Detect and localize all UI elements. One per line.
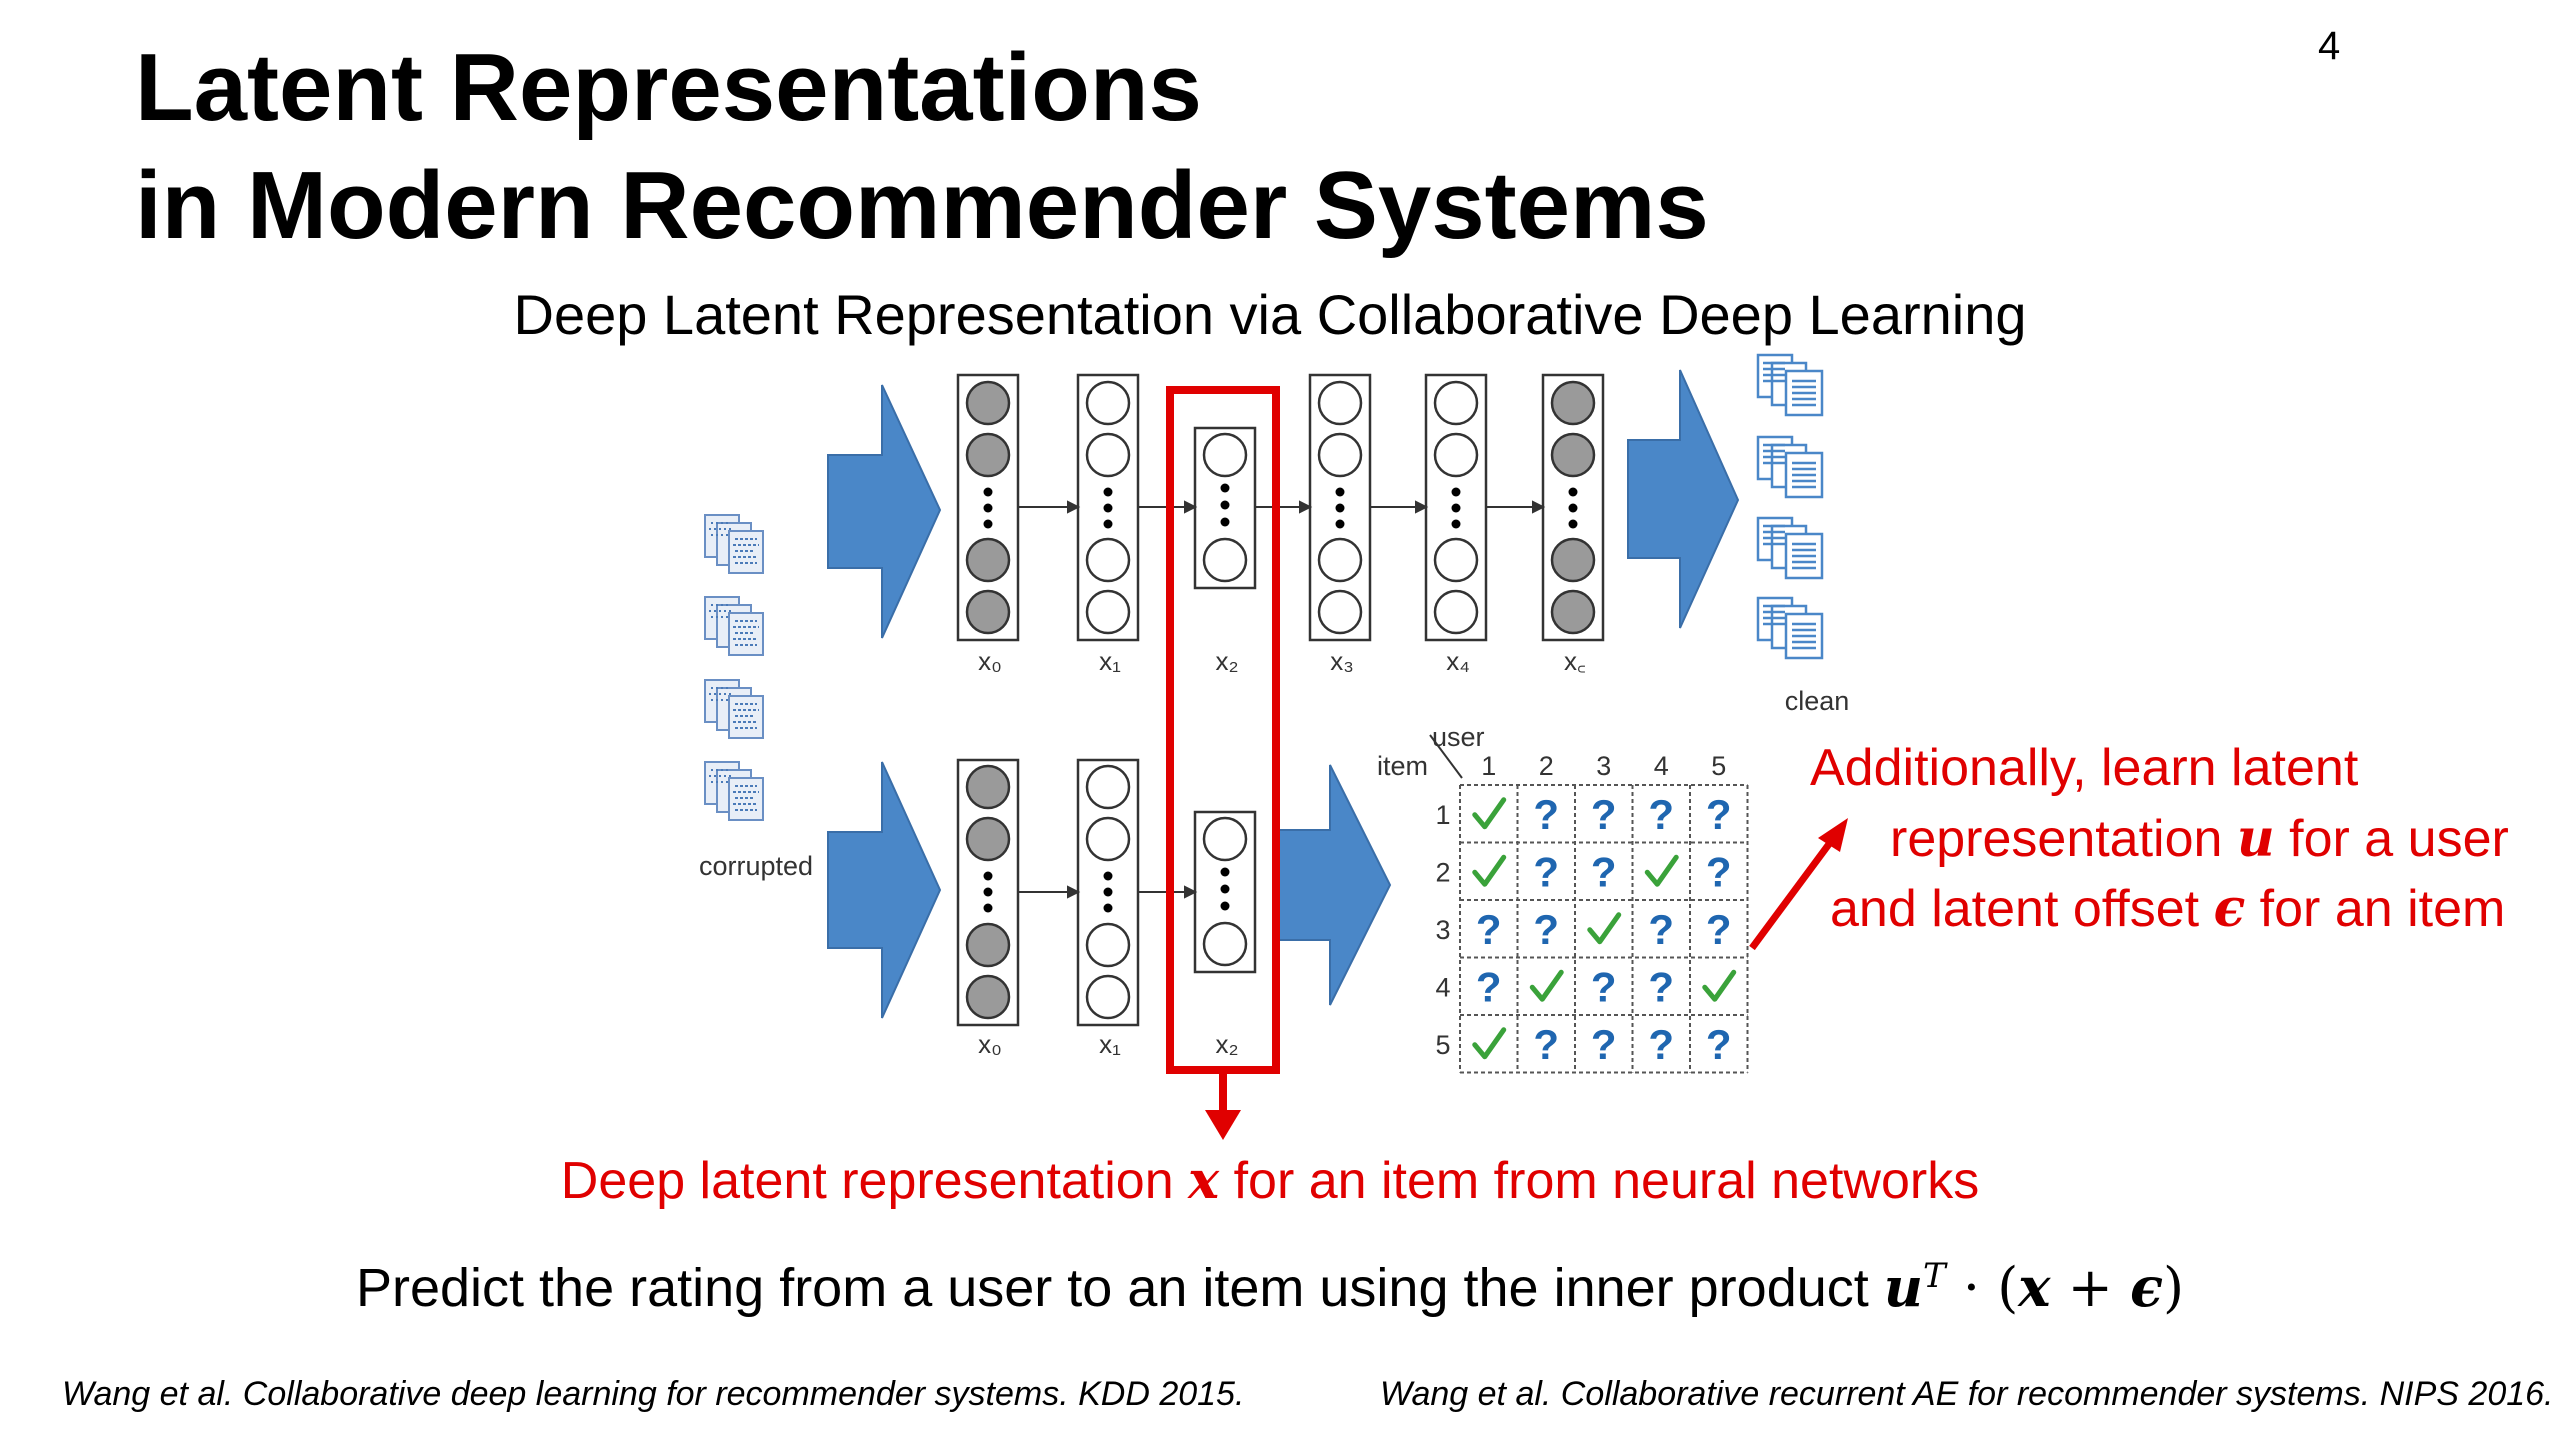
matrix-cell-unknown: ? — [1706, 906, 1732, 953]
matrix-cell-unknown: ? — [1591, 848, 1617, 895]
matrix-cell-check-icon — [1644, 854, 1679, 887]
layer-x0-top — [956, 373, 1020, 642]
matrix-cell-check-icon — [1472, 1027, 1507, 1060]
clean-docs — [1756, 353, 1824, 660]
input-arrow-top — [827, 384, 942, 639]
input-arrow-bottom — [827, 761, 942, 1019]
corrupted-label: corrupted — [699, 851, 813, 881]
layer-x2-bottom — [1193, 810, 1257, 974]
prediction-formula: Predict the rating from a user to an ite… — [0, 1255, 2550, 1319]
matrix-cell-unknown: ? — [1706, 1021, 1732, 1068]
math-plus: + — [2050, 1256, 2131, 1319]
matrix-corner-user: user — [1432, 722, 1485, 752]
layer-x2-top — [1193, 426, 1257, 590]
output-arrow-top — [1627, 369, 1740, 629]
matrix-cell-unknown: ? — [1476, 963, 1502, 1010]
x2-highlight — [1166, 386, 1280, 1140]
matrix-col-header: 1 — [1481, 751, 1496, 781]
matrix-cell-unknown: ? — [1648, 963, 1674, 1010]
layer-x1-top — [1076, 373, 1140, 642]
label-x3-top: x₃ — [1330, 646, 1354, 676]
page-number: 4 — [2318, 24, 2341, 68]
annotation-text: representation — [1890, 810, 2237, 868]
matrix-row-header: 2 — [1435, 857, 1450, 887]
matrix-cell-unknown: ? — [1591, 963, 1617, 1010]
matrix-cell-unknown: ? — [1706, 848, 1732, 895]
matrix-cell-unknown: ? — [1648, 1021, 1674, 1068]
matrix-cell-check-icon — [1587, 912, 1622, 945]
citation-kdd: Wang et al. Collaborative deep learning … — [62, 1375, 1245, 1413]
math-x: x — [1188, 1150, 1220, 1211]
bottom-network: x₀ x₁ x₂ — [956, 758, 1257, 1059]
subtitle: Deep Latent Representation via Collabora… — [513, 283, 2027, 346]
math-close: ) — [2162, 1256, 2185, 1319]
layer-x1-bottom — [1076, 758, 1140, 1027]
label-x0-top: x₀ — [978, 646, 1002, 676]
layer-xc-top — [1541, 373, 1605, 642]
matrix-row-header: 4 — [1435, 972, 1450, 1002]
matrix-cell-check-icon — [1702, 969, 1737, 1002]
citation-nips: Wang et al. Collaborative recurrent AE f… — [1380, 1375, 2554, 1413]
top-network: x₀ x₁ x₂ x₃ x₄ x꜀ — [956, 373, 1605, 676]
label-xc-top: x꜀ — [1564, 646, 1586, 676]
corrupted-docs — [704, 514, 764, 821]
math-transpose: T — [1923, 1256, 1946, 1296]
rating-matrix: user item 1 2 3 4 5 1 2 3 4 5 ?????????????????? — [1377, 722, 1749, 1074]
annotation-user-line-1: Additionally, learn latent — [1810, 739, 2359, 797]
blue-arrows — [827, 369, 1740, 1019]
math-epsilon: ϵ — [2130, 1255, 2163, 1319]
annotation-text: for a user — [2274, 810, 2509, 868]
label-x4-top: x₄ — [1446, 646, 1470, 676]
annotation-text: for an item — [2245, 880, 2506, 938]
matrix-corner-item: item — [1377, 751, 1428, 781]
math-epsilon: ϵ — [2213, 878, 2246, 939]
matrix-cell-unknown: ? — [1533, 791, 1559, 838]
title-line-2: in Modern Recommender Systems — [135, 152, 1709, 259]
caption-text: Deep latent representation — [560, 1152, 1189, 1210]
math-u: u — [2236, 808, 2275, 869]
annotation-text: and latent offset — [1830, 880, 2214, 938]
matrix-cell-unknown: ? — [1591, 1021, 1617, 1068]
math-x: x — [2018, 1255, 2051, 1319]
title-line-1: Latent Representations — [135, 34, 1202, 141]
label-x1-bottom: x₁ — [1099, 1029, 1121, 1059]
matrix-col-header: 4 — [1654, 751, 1669, 781]
math-dot: · ( — [1945, 1256, 2019, 1319]
label-x2-top: x₂ — [1215, 646, 1238, 676]
matrix-col-header: 2 — [1539, 751, 1554, 781]
matrix-cell-unknown: ? — [1533, 1021, 1559, 1068]
matrix-cell-unknown: ? — [1533, 906, 1559, 953]
label-x0-bottom: x₀ — [978, 1029, 1002, 1059]
label-x2-bottom: x₂ — [1215, 1029, 1238, 1059]
matrix-row-header: 3 — [1435, 915, 1450, 945]
label-x1-top: x₁ — [1099, 646, 1121, 676]
math-u: u — [1883, 1255, 1924, 1319]
matrix-cell-unknown: ? — [1533, 848, 1559, 895]
matrix-cell-unknown: ? — [1648, 906, 1674, 953]
layer-x3-top — [1308, 373, 1372, 642]
layer-x4-top — [1424, 373, 1488, 642]
matrix-cell-unknown: ? — [1591, 791, 1617, 838]
matrix-row-header: 1 — [1435, 800, 1450, 830]
annotation-user-line-2: representation u for a user — [1890, 808, 2509, 869]
matrix-row-header: 5 — [1435, 1030, 1450, 1060]
note-arrow — [1749, 818, 1848, 951]
matrix-cell-unknown: ? — [1648, 791, 1674, 838]
layer-x0-bottom — [956, 758, 1020, 1027]
matrix-cell-unknown: ? — [1476, 906, 1502, 953]
matrix-cell-check-icon — [1529, 969, 1564, 1002]
clean-label: clean — [1785, 686, 1850, 716]
output-arrow-bottom — [1277, 764, 1392, 1006]
matrix-col-header: 5 — [1711, 751, 1726, 781]
deep-latent-caption: Deep latent representation x for an item… — [0, 1150, 2550, 1211]
matrix-cell-unknown: ? — [1706, 791, 1732, 838]
annotation-user-line-3: and latent offset ϵ for an item — [1830, 878, 2505, 939]
matrix-cell-check-icon — [1472, 797, 1507, 830]
matrix-cell-check-icon — [1472, 854, 1507, 887]
matrix-col-header: 3 — [1596, 751, 1611, 781]
formula-text: Predict the rating from a user to an ite… — [355, 1258, 1884, 1318]
caption-text: for an item from neural networks — [1219, 1152, 1980, 1210]
